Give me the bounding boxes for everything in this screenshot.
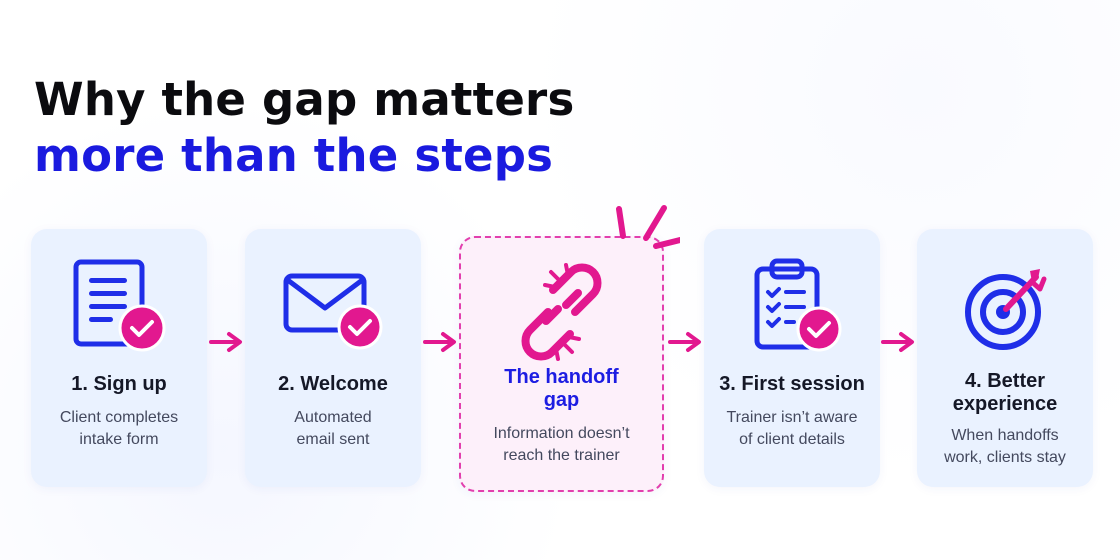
step-card-sign-up: 1. Sign up Client completes intake form [31, 229, 207, 487]
arrow-right-icon [666, 329, 706, 355]
step-description: Automated email sent [294, 409, 372, 448]
target-icon [917, 257, 1093, 357]
arrow-right-icon [207, 329, 247, 355]
headline-line-1: Why the gap matters [34, 73, 575, 126]
step-description: Client completes intake form [59, 409, 179, 448]
arrow-right-icon [421, 329, 461, 355]
step-description: When handoffs work, clients stay [944, 427, 1066, 466]
step-title: 1. Sign up [71, 373, 167, 395]
step-title: 2. Welcome [278, 373, 388, 395]
step-title: 3. First session [719, 373, 865, 395]
broken-link-icon [461, 262, 662, 362]
step-card-welcome: 2. Welcome Automated email sent [245, 229, 421, 487]
step-description: Information doesn’t reach the trainer [493, 425, 630, 464]
form-check-icon [31, 257, 207, 357]
step-card-better-experience: 4. Better experience When handoffs work,… [917, 229, 1093, 487]
step-title: The handoff gap [504, 366, 619, 411]
step-description: Trainer isn’t aware of client details [726, 409, 858, 448]
step-card-first-session: 3. First session Trainer isn’t aware of … [704, 229, 880, 487]
clipboard-check-icon [704, 257, 880, 357]
burst-accent-icon [610, 202, 683, 257]
handoff-gap-card: The handoff gap Information doesn’t reac… [459, 236, 664, 492]
mail-check-icon [245, 257, 421, 357]
arrow-right-icon [879, 329, 919, 355]
headline-line-2: more than the steps [34, 129, 554, 182]
step-title: 4. Better experience [952, 370, 1058, 415]
headline: Why the gap matters more than the steps [34, 72, 654, 184]
